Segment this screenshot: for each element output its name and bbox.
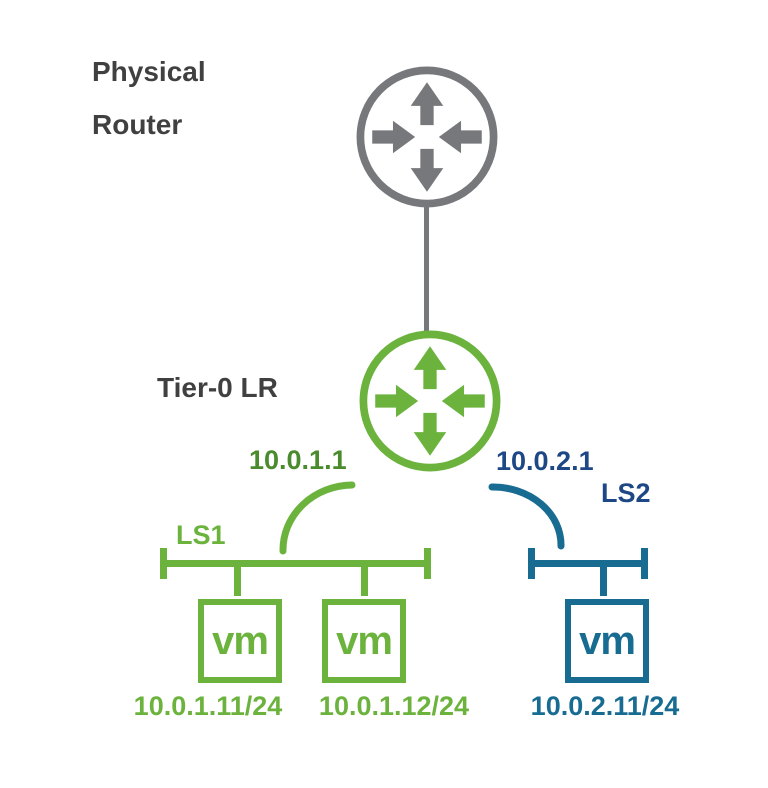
ls1-segment-line	[162, 560, 430, 567]
physical-router-label-line2: Router	[92, 109, 183, 140]
vm-glyph: vm	[579, 619, 636, 663]
ls1-segment-label: LS1	[176, 520, 226, 550]
tier0-router-label: Tier-0 LR	[157, 372, 278, 403]
vm-glyph: vm	[212, 619, 269, 663]
ls1-gateway-ip-label: 10.0.1.1	[249, 445, 347, 475]
tier0-to-ls2-link	[488, 483, 565, 550]
physical-router-label-line1: Physical	[92, 56, 206, 87]
ls2-vm1-ip-label: 10.0.2.11/24	[530, 691, 680, 721]
physical-router-icon	[356, 66, 498, 208]
tier0-to-ls1-link	[279, 481, 356, 555]
ls2-segment-label: LS2	[601, 478, 651, 508]
ls2-endcap-right	[641, 548, 648, 579]
ls2-vm1-icon: vm	[565, 599, 649, 683]
ls1-vm2-ip-label: 10.0.1.12/24	[318, 691, 470, 721]
vm-glyph: vm	[336, 619, 393, 663]
ls1-endcap-right	[424, 548, 431, 579]
router-uplink-line	[424, 198, 429, 338]
ls1-vm2-icon: vm	[322, 599, 406, 683]
ls2-segment-line	[530, 560, 648, 567]
ls1-vm2-link	[361, 560, 368, 596]
ls2-vm1-link	[600, 560, 607, 596]
tier0-router-icon	[359, 330, 501, 472]
ls1-vm1-link	[234, 560, 241, 596]
ls1-endcap-left	[160, 548, 167, 579]
ls2-endcap-left	[528, 548, 535, 579]
ls1-vm1-ip-label: 10.0.1.11/24	[133, 691, 283, 721]
ls1-vm1-icon: vm	[198, 599, 282, 683]
ls2-gateway-ip-label: 10.0.2.1	[496, 446, 594, 476]
